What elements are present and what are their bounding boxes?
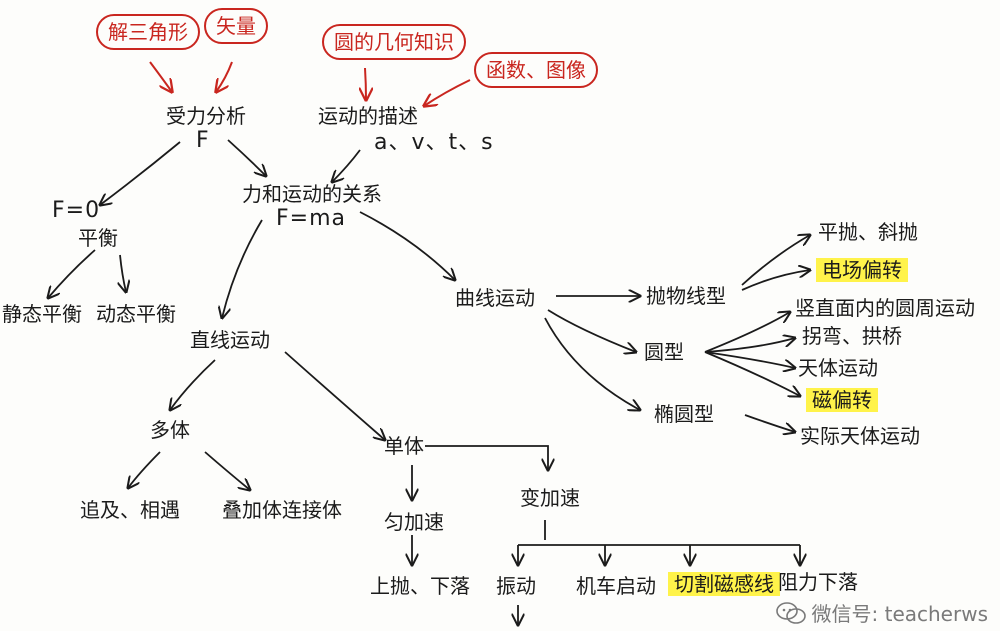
node-curvilinear-motion: 曲线运动 [455, 286, 535, 310]
node-celestial-motion: 天体运动 [798, 356, 878, 380]
node-avts: a、v、t、s [374, 130, 494, 155]
node-horizontal-oblique-throw: 平抛、斜抛 [818, 220, 918, 244]
node-single-body: 单体 [384, 434, 424, 458]
node-stacked-connected-bodies: 叠加体连接体 [222, 498, 342, 522]
watermark: 微信号: teacherws [775, 598, 988, 627]
node-circular-type: 圆型 [644, 340, 684, 364]
node-parabolic-type: 抛物线型 [646, 284, 726, 308]
node-turn-arch-bridge: 拐弯、拱桥 [802, 324, 902, 348]
node-equilibrium: 平衡 [78, 226, 118, 250]
node-vehicle-start: 机车启动 [576, 574, 656, 598]
tree-arrows [48, 139, 810, 625]
node-f-ma: F=ma [276, 206, 346, 231]
node-real-celestial-motion: 实际天体运动 [800, 424, 920, 448]
wechat-icon [775, 601, 806, 624]
node-magnetic-deflection: 磁偏转 [806, 388, 878, 412]
node-f-zero: F=0 [52, 198, 101, 223]
node-elliptical-type: 椭圆型 [654, 402, 714, 426]
node-electric-deflection: 电场偏转 [816, 258, 908, 282]
node-static-equilibrium: 静态平衡 [2, 302, 82, 326]
node-oscillation: 振动 [496, 574, 536, 598]
node-dynamic-equilibrium: 动态平衡 [96, 302, 176, 326]
node-variable-acceleration: 变加速 [520, 486, 580, 510]
node-force-analysis: 受力分析 [166, 104, 246, 128]
node-pursuit-meeting: 追及、相遇 [80, 498, 180, 522]
tip-vector: 矢量 [204, 8, 268, 44]
node-f-symbol: F [196, 128, 210, 153]
node-multi-body: 多体 [150, 418, 190, 442]
node-vertical-circular-motion: 竖直面内的圆周运动 [795, 296, 975, 320]
tip-solve-triangle: 解三角形 [96, 14, 200, 50]
node-uniform-acceleration: 匀加速 [384, 510, 444, 534]
node-cutting-field-lines: 切割磁感线 [668, 572, 780, 596]
tip-arrows [149, 61, 471, 106]
node-drag-fall: 阻力下落 [778, 570, 858, 594]
node-throw-up-fall: 上抛、下落 [370, 574, 470, 598]
node-force-motion-relation: 力和运动的关系 [242, 182, 382, 206]
tip-circle-geometry: 圆的几何知识 [322, 24, 466, 60]
tip-function-graph: 函数、图像 [474, 52, 598, 88]
node-motion-description: 运动的描述 [318, 104, 418, 128]
node-linear-motion: 直线运动 [190, 328, 270, 352]
watermark-text: 微信号: teacherws [811, 602, 988, 626]
